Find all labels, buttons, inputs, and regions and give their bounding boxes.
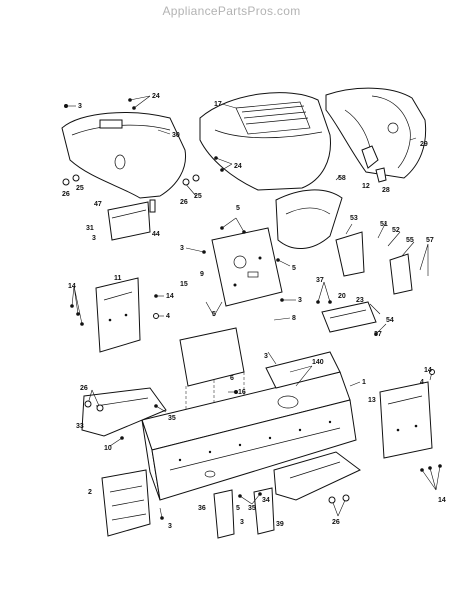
callout-label: 55 (406, 237, 414, 244)
callout-label: 14 (166, 293, 174, 300)
side-panel-part-13[interactable] (379, 381, 433, 459)
bracket-part-53[interactable] (335, 231, 413, 295)
main-frame-part-1[interactable] (141, 351, 357, 501)
callout-label: 35 (248, 505, 256, 512)
dash-panel-part-30[interactable] (61, 112, 187, 199)
callout-label: 3 (78, 103, 82, 110)
callout-label: 33 (76, 423, 84, 430)
callout-label: 3 (92, 235, 96, 242)
callout-label: 4 (420, 379, 424, 386)
callout-label: 58 (338, 175, 346, 182)
callout-label: 37 (316, 277, 324, 284)
callout-label: 14 (68, 283, 76, 290)
callout-label: 23 (356, 297, 364, 304)
callout-label: 39 (276, 521, 284, 528)
callout-label: 140 (312, 359, 324, 366)
callout-label: 26 (62, 191, 70, 198)
callout-label: 31 (86, 225, 94, 232)
callout-label: 16 (238, 389, 246, 396)
grille-part-29[interactable] (325, 87, 427, 179)
callout-label: 8 (292, 315, 296, 322)
callout-label: 9 (200, 271, 204, 278)
footrest-part-33[interactable] (81, 387, 167, 437)
callout-label: 36 (198, 505, 206, 512)
callout-label: 17 (214, 101, 222, 108)
callout-label: 53 (350, 215, 358, 222)
side-panel-part-11[interactable] (95, 277, 141, 353)
callout-label: 5 (236, 505, 240, 512)
callout-label: 6 (230, 375, 234, 382)
callout-label: 12 (362, 183, 370, 190)
callout-label: 13 (368, 397, 376, 404)
mounting-plate-part-20[interactable] (321, 301, 377, 333)
callout-label: 5 (212, 311, 216, 318)
callout-label: 15 (180, 281, 188, 288)
callout-label: 24 (234, 163, 242, 170)
footrest-part-34[interactable] (273, 451, 361, 501)
callout-label: 20 (338, 293, 346, 300)
bracket-part-12[interactable] (361, 145, 387, 183)
callout-label: 34 (262, 497, 270, 504)
callout-label: 54 (386, 317, 394, 324)
callout-labels: 24 3 30 17 29 24 12 28 26 25 26 25 47 31… (62, 93, 446, 530)
callout-label: 5 (292, 265, 296, 272)
watermark-text: AppliancePartsPros.com (162, 4, 301, 18)
callout-label: 25 (76, 185, 84, 192)
callout-label: 24 (152, 93, 160, 100)
callout-label: 26 (332, 519, 340, 526)
callout-label: 4 (166, 313, 170, 320)
callout-label: 3 (240, 519, 244, 526)
callout-label: 51 (380, 221, 388, 228)
callout-label: 28 (382, 187, 390, 194)
callout-label: 35 (168, 415, 176, 422)
callout-label: 26 (180, 199, 188, 206)
dash-plate-part-9[interactable] (211, 227, 283, 307)
callout-label: 10 (104, 445, 112, 452)
callout-label: 25 (194, 193, 202, 200)
hood-part-17[interactable] (199, 92, 331, 191)
callout-label: 57 (426, 237, 434, 244)
bracket-part-39[interactable] (253, 487, 275, 535)
callout-label: 37 (374, 331, 382, 338)
callout-label: 5 (236, 205, 240, 212)
callout-label: 11 (114, 275, 122, 282)
callout-label: 3 (168, 523, 172, 530)
front-plate-part-2[interactable] (101, 469, 151, 537)
callout-label: 29 (420, 141, 428, 148)
callout-label: 14 (438, 497, 446, 504)
fasteners (62, 98, 442, 520)
callout-label: 1 (362, 379, 366, 386)
callout-label: 52 (392, 227, 400, 234)
dash-support-part-58[interactable] (275, 189, 343, 249)
callout-label: 30 (172, 132, 180, 139)
callout-label: 3 (298, 297, 302, 304)
callout-label: 26 (80, 385, 88, 392)
callout-label: 3 (180, 245, 184, 252)
hood-bracket-part-31[interactable] (107, 199, 156, 241)
callout-label: 14 (424, 367, 432, 374)
leader-lines (66, 95, 441, 519)
bracket-part-36[interactable] (213, 489, 235, 539)
callout-label: 3 (264, 353, 268, 360)
callout-label: 2 (88, 489, 92, 496)
callout-label: 44 (152, 231, 160, 238)
callout-label: 47 (94, 201, 102, 208)
